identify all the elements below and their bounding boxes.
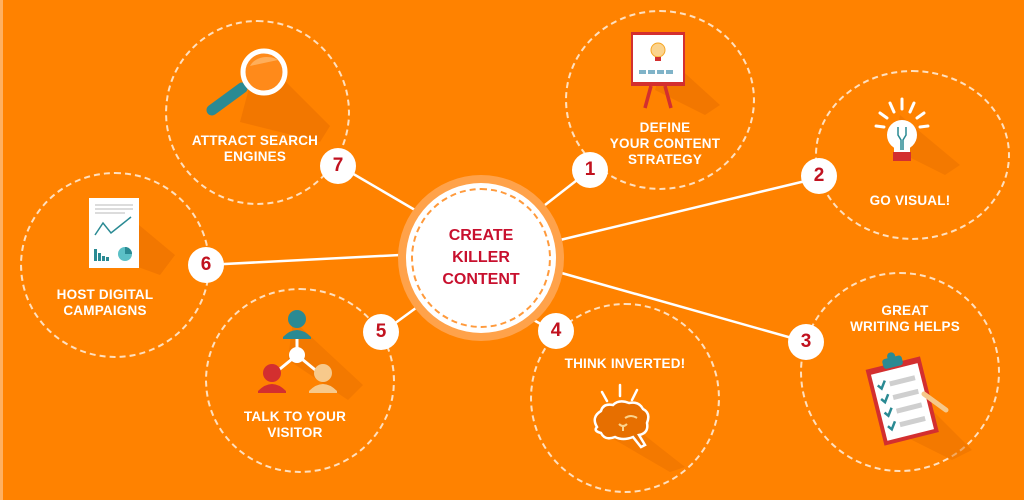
magnifying-glass-icon <box>206 48 330 142</box>
ring-node-5 <box>205 288 395 473</box>
node-2-label: GO VISUAL! <box>869 193 951 208</box>
brain-icon <box>593 383 685 472</box>
ring-node-1 <box>565 10 755 190</box>
badge-1: 1 <box>572 152 608 188</box>
clipboard-checklist-icon <box>865 352 972 460</box>
ring-node-4 <box>530 303 720 493</box>
badge-5: 5 <box>363 314 399 350</box>
node-7-label: ATTRACT SEARCH ENGINES <box>191 133 319 164</box>
ring-node-7 <box>165 20 350 205</box>
badge-2: 2 <box>801 158 837 194</box>
node-4-label: THINK INVERTED! <box>564 356 686 371</box>
badge-7: 7 <box>320 148 356 184</box>
ring-node-2 <box>815 70 1010 240</box>
center-hub: CREATE KILLER CONTENT <box>398 175 564 341</box>
badge-3: 3 <box>788 324 824 360</box>
node-6-label: HOST DIGITAL CAMPAIGNS <box>56 287 154 318</box>
people-network-icon <box>258 310 363 400</box>
lightbulb-icon <box>874 97 960 175</box>
node-3-label: GREAT WRITING HELPS <box>850 303 960 334</box>
badge-6: 6 <box>188 247 224 283</box>
easel-lightbulb-icon <box>631 32 720 115</box>
center-title: CREATE KILLER CONTENT <box>442 227 520 288</box>
left-edge-highlight <box>0 0 3 500</box>
ring-node-3 <box>800 272 1000 472</box>
badge-4: 4 <box>538 313 574 349</box>
node-5-label: TALK TO YOUR VISITOR <box>243 409 347 440</box>
report-chart-icon <box>89 198 175 275</box>
node-1-label: DEFINE YOUR CONTENT STRATEGY <box>609 120 721 167</box>
